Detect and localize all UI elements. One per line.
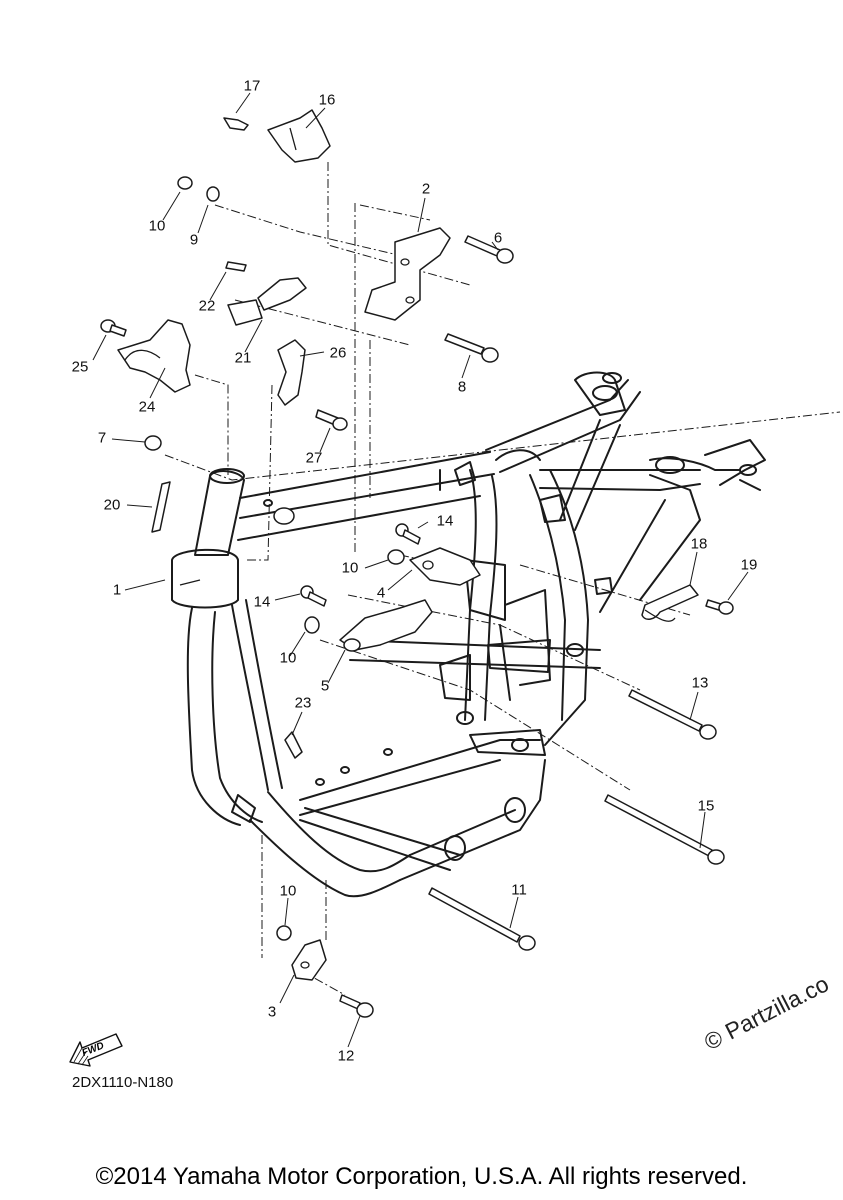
callout-15: 15 (697, 797, 715, 815)
diagram-code: 2DX1110-N180 (72, 1074, 174, 1091)
collar-parts (144, 176, 405, 941)
callout-6: 6 (493, 229, 503, 247)
bolt-15 (604, 794, 725, 865)
bolt-8 (444, 333, 499, 363)
part-4-plate (409, 547, 481, 586)
callout-10: 10 (279, 649, 297, 667)
callout-1: 1 (112, 581, 122, 599)
copyright-notice: ©2014 Yamaha Motor Corporation, U.S.A. A… (95, 1163, 748, 1190)
callout-10: 10 (148, 217, 166, 235)
bolt-11 (428, 887, 536, 951)
part-24-bracket (117, 319, 191, 393)
callout-25: 25 (71, 358, 89, 376)
callout-14: 14 (436, 512, 454, 530)
part-20-pin (151, 481, 171, 533)
bolt-14b (300, 585, 327, 607)
bolts (100, 117, 734, 1018)
callout-21: 21 (234, 349, 252, 367)
callout-20: 20 (103, 496, 121, 514)
part-21-switch (227, 277, 307, 326)
bolt-6 (464, 235, 514, 264)
callout-23: 23 (294, 694, 312, 712)
part-16-bracket (267, 109, 331, 163)
bolt-13 (628, 689, 717, 740)
callout-14: 14 (253, 593, 271, 611)
callout-24: 24 (138, 398, 156, 416)
callout-11: 11 (511, 881, 527, 899)
callout-5: 5 (320, 677, 330, 695)
bolt-14a (395, 523, 421, 545)
callout-12: 12 (337, 1047, 355, 1065)
callout-3: 3 (267, 1003, 277, 1021)
callout-8: 8 (457, 378, 467, 396)
callout-4: 4 (376, 584, 386, 602)
bolt-12 (339, 994, 374, 1018)
callout-18: 18 (690, 535, 708, 553)
bolt-22 (225, 261, 247, 272)
callout-9: 9 (189, 231, 199, 249)
bolt-19 (705, 599, 734, 615)
part-3-bracket (291, 939, 327, 981)
part-5-plate (339, 599, 433, 652)
part-26-bracket (277, 339, 306, 406)
part-18-clamp (641, 584, 699, 622)
callout-16: 16 (318, 91, 336, 109)
callout-26: 26 (329, 344, 347, 362)
fwd-arrow-icon: FWD (69, 1033, 123, 1067)
part-2-bracket (364, 227, 451, 321)
callout-7: 7 (97, 429, 107, 447)
bolt-27 (315, 409, 348, 431)
callout-17: 17 (243, 77, 261, 95)
callout-10: 10 (341, 559, 359, 577)
bolt-25 (100, 319, 127, 337)
callout-27: 27 (305, 449, 323, 467)
callout-22: 22 (198, 297, 216, 315)
alignment-lines (164, 162, 841, 996)
callout-2: 2 (421, 180, 431, 198)
bolt-17 (223, 117, 249, 131)
part-23-pin (284, 731, 303, 759)
callout-10: 10 (279, 882, 297, 900)
leader-lines (92, 92, 749, 1048)
main-frame (171, 371, 766, 898)
callout-19: 19 (740, 556, 758, 574)
callout-13: 13 (691, 674, 709, 692)
